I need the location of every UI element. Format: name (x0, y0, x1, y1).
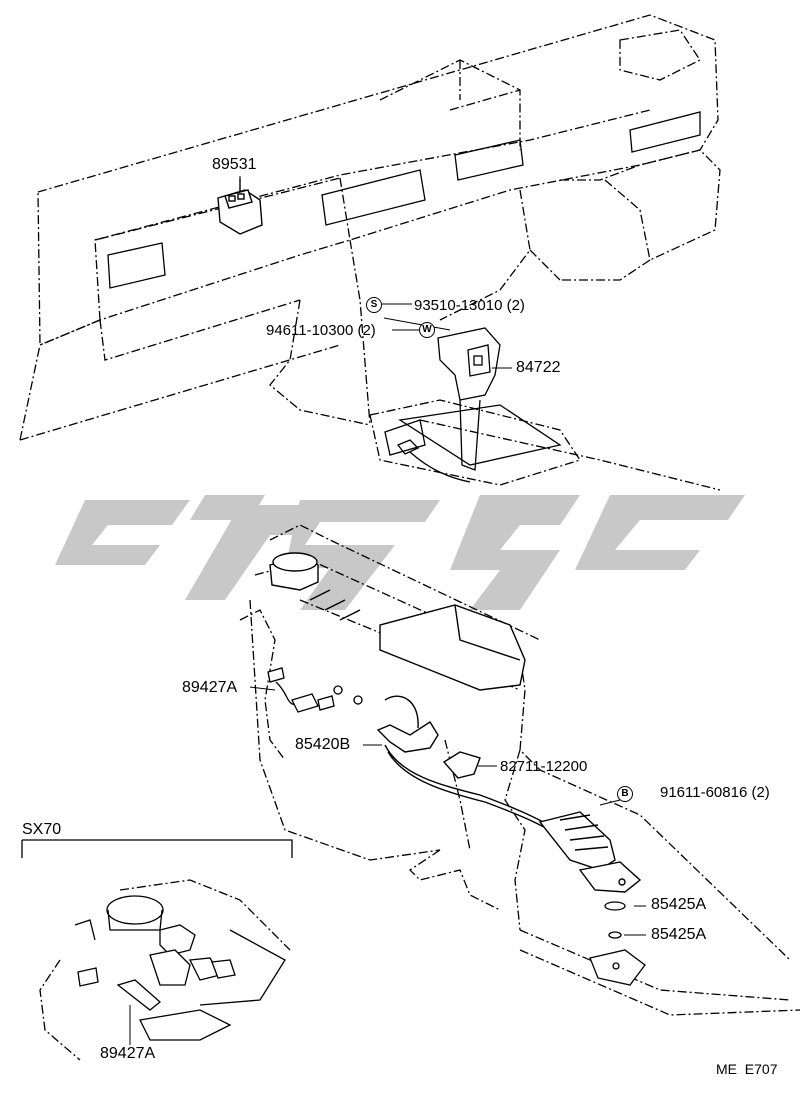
leader-lines (129, 176, 646, 1045)
instrument-panel (19, 14, 721, 491)
part-label-89427a-top: 89427A (182, 679, 238, 696)
watermark-logo (55, 495, 745, 610)
sender-89427a (267, 667, 363, 713)
part-label-93510-13010: 93510-13010 (2) (414, 297, 525, 314)
inset-title: SX70 (22, 821, 62, 838)
symbol-s-icon: S (366, 297, 382, 313)
panel-openings (107, 111, 701, 289)
part-label-94611-10300: 94611-10300 (2) (266, 322, 376, 339)
symbol-b-icon: B (617, 786, 633, 802)
relay-89531 (217, 178, 263, 235)
symbol-w-icon: W (419, 322, 435, 338)
part-label-85425a-1: 85425A (651, 896, 707, 913)
sx70-inset (21, 839, 293, 1061)
washers-85425a (589, 901, 646, 986)
part-label-85420b: 85420B (295, 736, 351, 753)
footer-code: ME E707 (716, 1061, 778, 1077)
part-label-84722: 84722 (516, 359, 561, 376)
shift-console (369, 327, 582, 486)
part-label-89531: 89531 (212, 156, 257, 173)
part-label-91611-60816: 91611-60816 (2) (660, 784, 770, 801)
speedometer-cable (376, 695, 642, 893)
part-label-89427a-inset: 89427A (100, 1045, 156, 1062)
valve-cover (269, 552, 526, 691)
engine-block (239, 524, 800, 1016)
part-label-82711-12200: 82711-12200 (500, 758, 588, 775)
part-label-85425a-2: 85425A (651, 926, 707, 943)
